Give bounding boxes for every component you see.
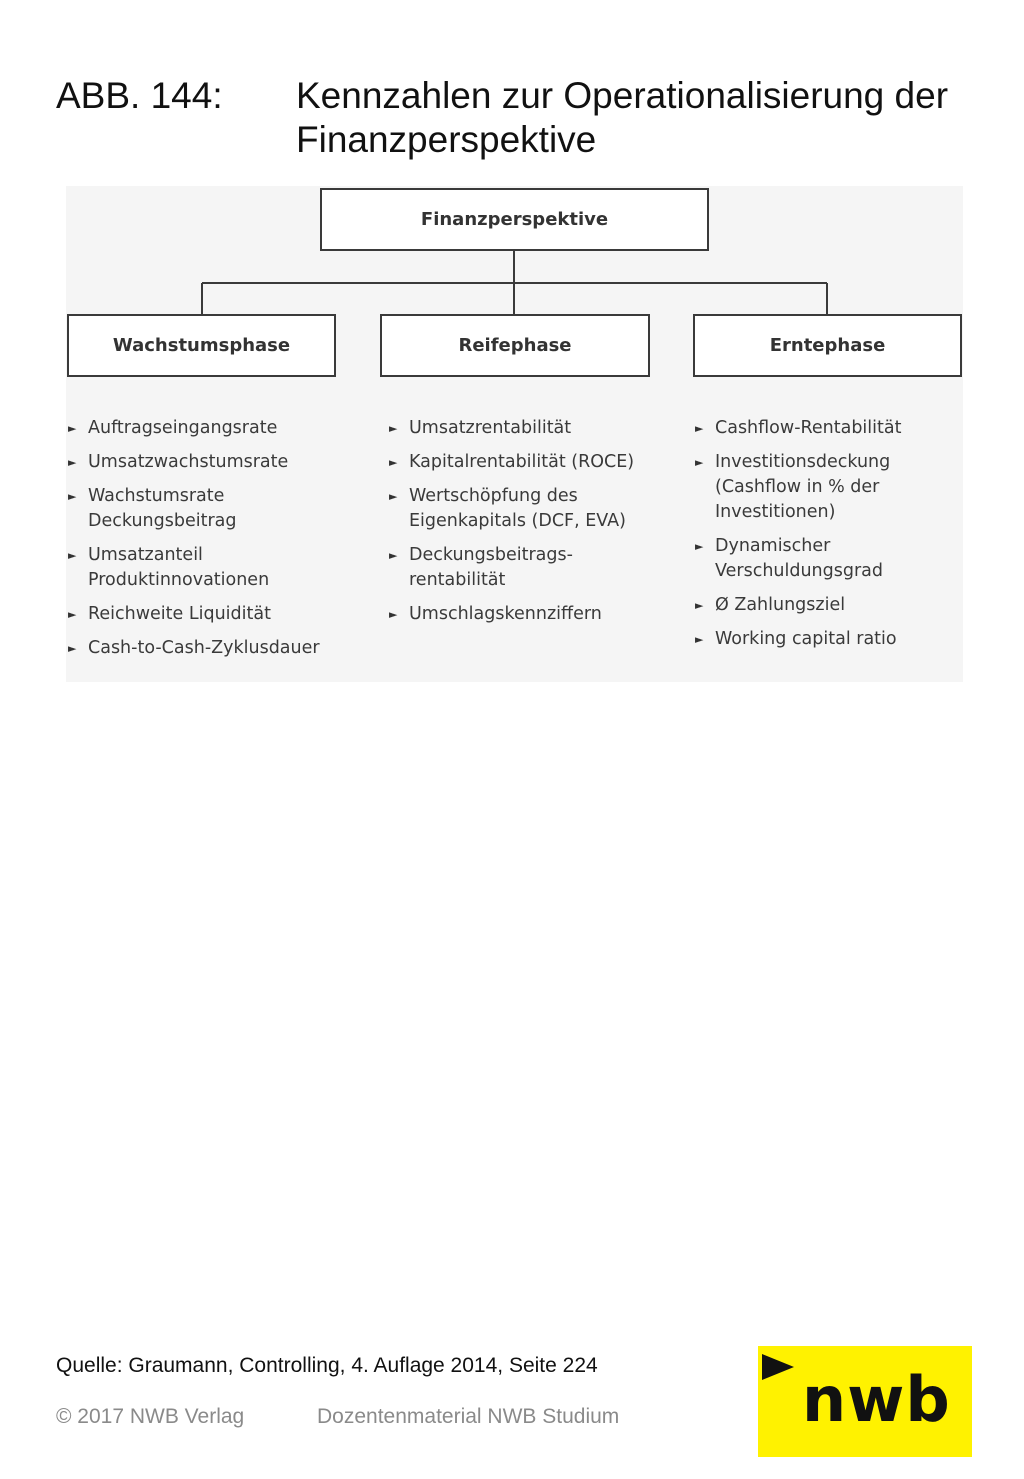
list-item-text: Cash-to-Cash-Zyklusdauer (88, 638, 320, 658)
kpi-list-reife: ► Umsatzrentabilität ► Kapitalrentabilität… (387, 416, 687, 636)
list-item: ► Cashflow-Rentabilität (693, 416, 963, 441)
bullet-icon: ► (695, 456, 704, 469)
bullet-icon: ► (389, 549, 398, 562)
list-item-text: Cashflow-Rentabilität (715, 418, 902, 438)
list-item-text: Reichweite Liquidität (88, 604, 271, 624)
bullet-icon: ► (68, 549, 77, 562)
root-node: Finanzperspektive (320, 188, 709, 251)
kpi-list-wachstum: ► Auftragseingangsrate ► Umsatzwachstumsra… (66, 416, 366, 670)
bullet-icon: ► (695, 422, 704, 435)
list-item-text: Umsatzrentabilität (409, 418, 572, 438)
list-item: ► Wachstumsrate Deckungsbeitrag (66, 484, 238, 534)
list-item: ► Reichweite Liquidität (66, 602, 366, 627)
bullet-icon: ► (389, 490, 398, 503)
list-item-text: Dynamischer Verschuldungsgrad (715, 536, 884, 581)
list-item: ► Dynamischer Verschuldungsgrad (693, 534, 915, 584)
bullet-icon: ► (695, 633, 704, 646)
list-item: ► Kapitalrentabilität (ROCE) (387, 450, 687, 475)
bullet-icon: ► (695, 540, 704, 553)
list-item-text: Umsatzanteil Produktinnovationen (88, 545, 270, 590)
logo-wordmark: nwb (802, 1363, 951, 1436)
phase-node-reife: Reifephase (380, 314, 650, 377)
connector-lines (201, 251, 828, 314)
list-item: ► Umschlagskennziffern (387, 602, 687, 627)
list-item-text: Kapitalrentabilität (ROCE) (409, 452, 635, 472)
org-diagram: Finanzperspektive Wachstumsphase Reifeph… (66, 186, 963, 682)
figure-title: Kennzahlen zur Operationalisierung der F… (296, 75, 949, 160)
list-item-text: Umschlagskennziffern (409, 604, 602, 624)
material-label: Dozentenmaterial NWB Studium (317, 1405, 620, 1428)
list-item-text: Investitionsdeckung (Cashflow in % der I… (715, 452, 891, 522)
copyright-text: © 2017 NWB Verlag (56, 1405, 245, 1428)
list-item-text: Wachstumsrate Deckungsbeitrag (88, 486, 237, 531)
bullet-icon: ► (389, 422, 398, 435)
bullet-icon: ► (68, 456, 77, 469)
list-item: ► Wertschöpfung des Eigenkapitals (DCF, E… (387, 484, 639, 534)
list-item: ► Umsatzanteil Produktinnovationen (66, 543, 288, 593)
bullet-icon: ► (695, 599, 704, 612)
phase-node-ernte: Erntephase (693, 314, 962, 377)
bullet-icon: ► (389, 608, 398, 621)
list-item-text: Deckungsbeitrags-rentabilität (409, 545, 573, 590)
source-citation: Quelle: Graumann, Controlling, 4. Auflag… (56, 1354, 598, 1377)
list-item: ► Auftragseingangsrate (66, 416, 366, 441)
bullet-icon: ► (68, 422, 77, 435)
phase-node-wachstum: Wachstumsphase (67, 314, 336, 377)
list-item-text: Umsatzwachstumsrate (88, 452, 289, 472)
bullet-icon: ► (68, 490, 77, 503)
kpi-list-ernte: ► Cashflow-Rentabilität ► Investitionsdeck… (693, 416, 963, 661)
list-item-text: Auftragseingangsrate (88, 418, 278, 438)
list-item: ► Umsatzwachstumsrate (66, 450, 366, 475)
list-item: ► Investitionsdeckung (Cashflow in % der … (693, 450, 915, 525)
bullet-icon: ► (68, 608, 77, 621)
list-item: ► Cash-to-Cash-Zyklusdauer (66, 636, 366, 661)
nwb-logo: nwb (758, 1346, 972, 1457)
triangle-icon (762, 1354, 794, 1380)
figure-label: ABB. 144: (56, 75, 223, 116)
list-item: ► Deckungsbeitrags-rentabilität (387, 543, 619, 593)
list-item-text: Ø Zahlungsziel (715, 595, 846, 615)
bullet-icon: ► (68, 642, 77, 655)
list-item: ► Ø Zahlungsziel (693, 593, 963, 618)
list-item: ► Working capital ratio (693, 627, 963, 652)
bullet-icon: ► (389, 456, 398, 469)
list-item-text: Working capital ratio (715, 629, 897, 649)
list-item: ► Umsatzrentabilität (387, 416, 687, 441)
list-item-text: Wertschöpfung des Eigenkapitals (DCF, EV… (409, 486, 626, 531)
